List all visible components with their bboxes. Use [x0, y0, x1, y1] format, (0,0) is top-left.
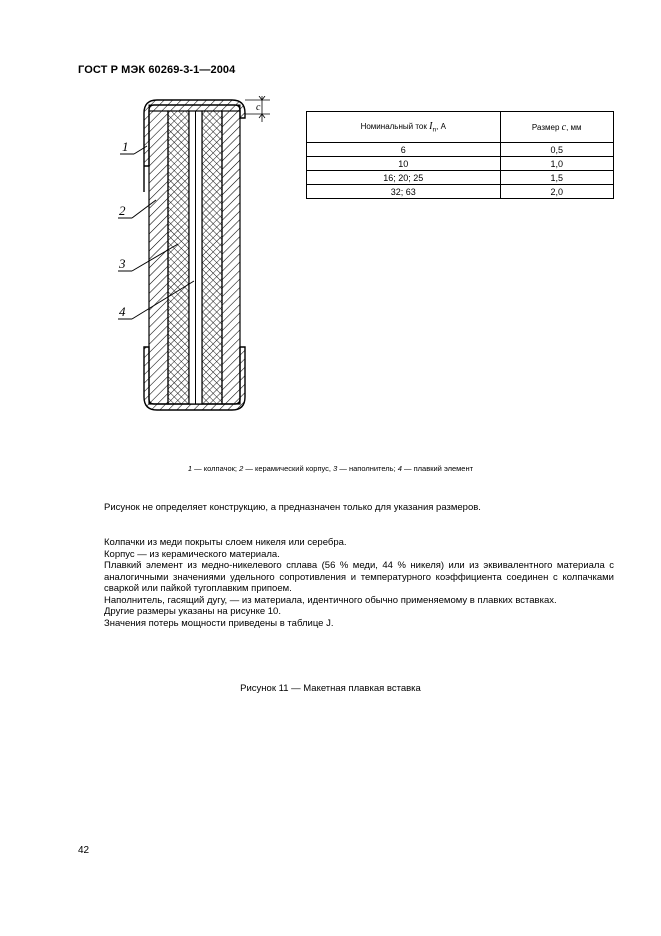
filler-left — [167, 110, 190, 405]
callout-3: 3 — [118, 243, 179, 272]
table-cell-size: 1,5 — [499, 170, 614, 185]
table-row: 10 1,0 — [306, 156, 614, 171]
ceramic-body-left — [148, 110, 169, 405]
callout-label-4: 4 — [119, 304, 126, 319]
dimension-c: c — [245, 96, 270, 122]
table-header-size: Размер c, мм — [499, 111, 614, 143]
page-number: 42 — [78, 845, 90, 856]
table-header-current: Номинальный ток In, А — [306, 111, 501, 143]
table-cell-current: 16; 20; 25 — [306, 170, 501, 185]
paragraph: Колпачки из меди покрыты слоем никеля ил… — [104, 537, 347, 548]
table-row: 6 0,5 — [306, 142, 614, 157]
paragraph: Наполнитель, гасящий дугу, — из материал… — [104, 594, 557, 606]
callout-label-1: 1 — [122, 139, 129, 154]
body-text: Колпачки из меди покрыты слоем никеля ил… — [104, 537, 614, 629]
fuse-cross-section-drawing: c 1 2 3 4 — [118, 96, 270, 411]
table-cell-size: 1,0 — [499, 156, 614, 171]
callout-1: 1 — [120, 139, 148, 155]
paragraph: Плавкий элемент из медно-никелевого спла… — [104, 560, 614, 594]
table-header-row: Номинальный ток In, А Размер c, мм — [306, 111, 614, 143]
paragraph: Корпус — из керамического материала. — [104, 548, 280, 560]
callout-label-2: 2 — [119, 203, 126, 218]
table-cell-current: 6 — [306, 142, 501, 157]
paragraph: Значения потерь мощности приведены в таб… — [104, 617, 334, 629]
callout-2: 2 — [118, 199, 157, 219]
table-cell-size: 2,0 — [499, 184, 614, 199]
dimension-label: c — [256, 102, 261, 113]
figure-caption: Рисунок 11 — Макетная плавкая вставка — [240, 683, 421, 694]
figure-note: Рисунок не определяет конструкцию, а пре… — [104, 502, 481, 513]
callout-4: 4 — [118, 280, 195, 320]
document-header: ГОСТ Р МЭК 60269-3-1—2004 — [78, 64, 236, 76]
table-row: 32; 63 2,0 — [306, 184, 614, 199]
ceramic-body-right — [221, 110, 241, 405]
table-row: 16; 20; 25 1,5 — [306, 170, 614, 185]
table-cell-size: 0,5 — [499, 142, 614, 157]
dimension-table: Номинальный ток In, А Размер c, мм 6 0,5… — [306, 111, 614, 199]
figure-legend: 1 — колпачок; 2 — керамический корпус, 3… — [187, 464, 474, 473]
table-cell-current: 32; 63 — [306, 184, 501, 199]
callout-label-3: 3 — [118, 256, 126, 271]
table-cell-current: 10 — [306, 156, 501, 171]
paragraph: Другие размеры указаны на рисунке 10. — [104, 606, 281, 617]
filler-right — [201, 110, 223, 405]
